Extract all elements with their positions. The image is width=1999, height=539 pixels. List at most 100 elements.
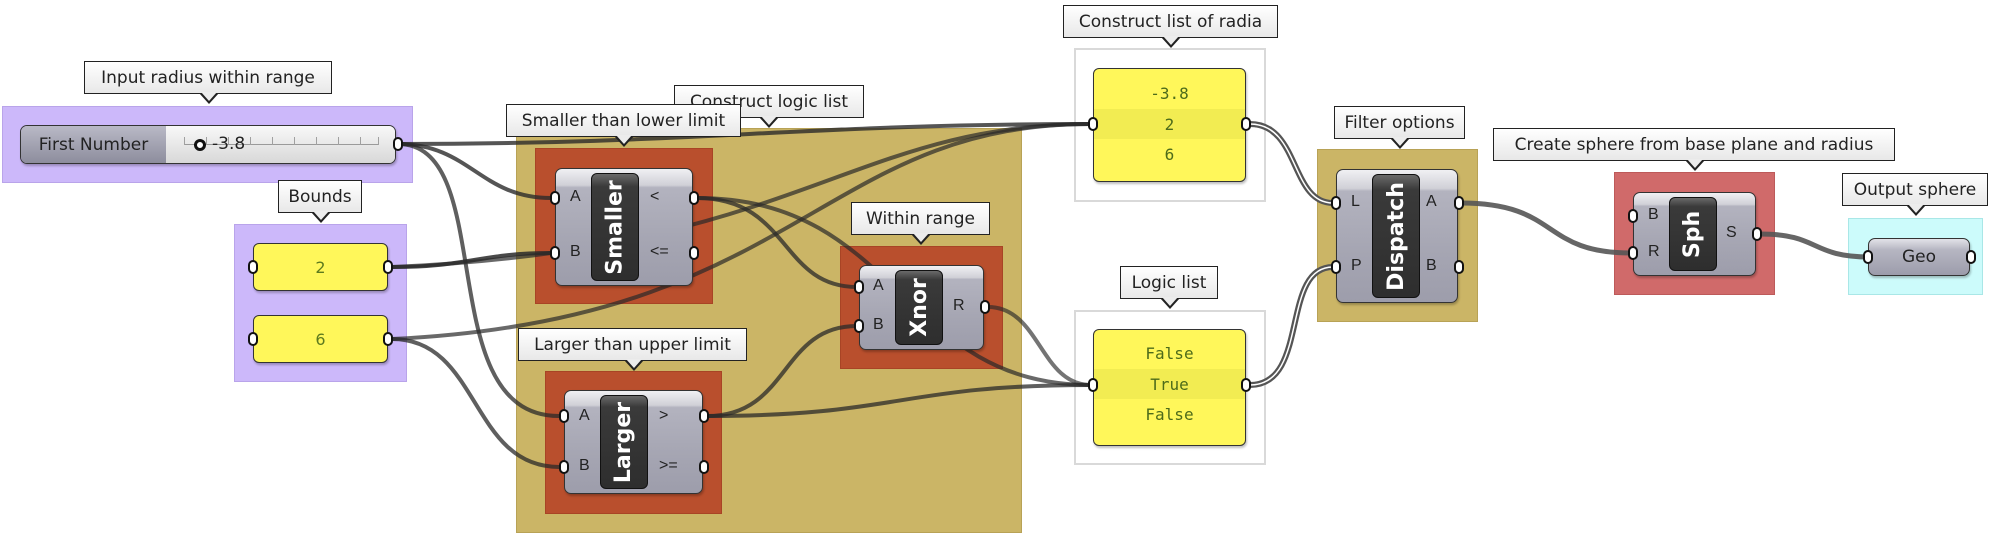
callout-pointer <box>199 91 219 104</box>
slider-output-grip[interactable] <box>393 137 403 151</box>
label-create-sphere: Create sphere from base plane and radius <box>1493 128 1895 171</box>
slider-track[interactable]: -3.8 <box>166 126 395 163</box>
component-nickname: Sph <box>1669 197 1717 271</box>
input-grip-l[interactable] <box>1331 196 1341 210</box>
param-input-grip[interactable] <box>1863 250 1873 264</box>
callout-pointer <box>911 232 931 245</box>
panel-value: 6 <box>315 329 326 349</box>
output-grip-a[interactable] <box>1454 196 1464 210</box>
input-grip-b[interactable] <box>1628 209 1638 223</box>
component-nickname: Smaller <box>591 173 639 281</box>
component-smaller[interactable]: Smaller <box>555 168 693 286</box>
input-grip-r[interactable] <box>1628 246 1638 260</box>
panel-input-grip[interactable] <box>248 332 258 346</box>
label-text: Smaller than lower limit <box>521 110 726 131</box>
output-grip-gt[interactable] <box>699 409 709 423</box>
input-grip-a[interactable] <box>550 191 560 205</box>
slider-name[interactable]: First Number <box>21 126 167 163</box>
callout-pointer <box>614 134 634 147</box>
panel-upper-bound[interactable]: 6 <box>253 315 388 363</box>
label-text: Output sphere <box>1853 179 1977 200</box>
panel-logic-list[interactable]: False True False <box>1093 329 1246 446</box>
output-grip-s[interactable] <box>1752 227 1762 241</box>
output-le-label: <= <box>650 243 669 260</box>
label-text: Larger than upper limit <box>534 334 731 355</box>
callout-pointer <box>624 358 644 371</box>
slider-tick <box>184 137 185 145</box>
label-text: Bounds <box>288 186 352 207</box>
panel-output-grip[interactable] <box>383 260 393 274</box>
input-grip-b[interactable] <box>550 246 560 260</box>
output-b-label: B <box>1426 257 1437 274</box>
output-grip-b[interactable] <box>1454 260 1464 274</box>
component-larger[interactable]: Larger <box>564 390 703 494</box>
component-nickname: Larger <box>600 395 648 489</box>
component-sphere[interactable]: Sph <box>1633 192 1756 276</box>
label-filter-options: Filter options <box>1334 106 1465 149</box>
output-grip-r[interactable] <box>980 300 990 314</box>
input-b-label: B <box>579 457 590 474</box>
component-name-text: Dispatch <box>1383 181 1409 291</box>
output-s-label: S <box>1726 224 1737 241</box>
slider-tick <box>272 137 273 145</box>
slider-tick <box>294 137 295 145</box>
number-slider[interactable]: First Number -3.8 <box>20 125 396 164</box>
input-grip-a[interactable] <box>854 280 864 294</box>
input-grip-a[interactable] <box>559 409 569 423</box>
panel-row: False <box>1145 343 1194 363</box>
input-grip-b[interactable] <box>559 460 569 474</box>
panel-row: -3.8 <box>1150 83 1189 103</box>
label-within-range: Within range <box>851 202 990 245</box>
input-a-label: A <box>579 407 590 424</box>
label-text: Input radius within range <box>101 67 315 88</box>
slider-rail <box>184 144 379 145</box>
callout-pointer <box>1160 296 1180 309</box>
callout-pointer <box>1906 203 1926 216</box>
panel-lower-bound[interactable]: 2 <box>253 243 388 291</box>
input-grip-p[interactable] <box>1331 260 1341 274</box>
label-construct-list-of-radia: Construct list of radia <box>1063 5 1278 48</box>
slider-tick <box>228 137 229 145</box>
panel-input-grip[interactable] <box>1088 117 1098 131</box>
param-output-grip[interactable] <box>1966 250 1976 264</box>
panel-output-grip[interactable] <box>1241 117 1251 131</box>
label-output-sphere: Output sphere <box>1842 173 1988 216</box>
output-r-label: R <box>953 297 965 314</box>
output-grip-lt[interactable] <box>689 191 699 205</box>
component-dispatch[interactable]: Dispatch <box>1336 169 1458 303</box>
param-geo[interactable]: Geo <box>1868 238 1970 276</box>
wire-dispatch-to-sphere-r[interactable] <box>1458 200 1634 256</box>
output-a-label: A <box>1426 193 1437 210</box>
panel-radia-list[interactable]: -3.8 2 6 <box>1093 68 1246 182</box>
output-grip-le[interactable] <box>689 246 699 260</box>
input-a-label: A <box>570 188 581 205</box>
slider-tick <box>360 137 361 145</box>
output-grip-ge[interactable] <box>699 460 709 474</box>
panel-input-grip[interactable] <box>248 260 258 274</box>
slider-knob[interactable] <box>194 139 206 151</box>
callout-pointer <box>759 115 779 128</box>
label-smaller-than-lower-limit: Smaller than lower limit <box>506 104 741 147</box>
input-grip-b[interactable] <box>854 319 864 333</box>
component-name-text: Smaller <box>602 179 628 275</box>
callout-pointer <box>1390 136 1410 149</box>
output-gt-label: > <box>659 407 669 424</box>
label-text: Within range <box>866 208 975 229</box>
panel-output-grip[interactable] <box>383 332 393 346</box>
component-name-text: Xnor <box>906 278 932 337</box>
input-p-label: P <box>1351 257 1362 274</box>
label-bounds: Bounds <box>278 180 362 223</box>
callout-pointer <box>1685 158 1705 171</box>
slider-value: -3.8 <box>212 134 246 154</box>
panel-row: 2 <box>1094 109 1245 139</box>
panel-output-grip[interactable] <box>1241 378 1251 392</box>
slider-tick <box>378 137 379 145</box>
slider-tick <box>250 137 251 145</box>
panel-row: False <box>1145 404 1194 424</box>
label-larger-than-upper-limit: Larger than upper limit <box>518 328 747 371</box>
callout-pointer <box>1161 35 1181 48</box>
panel-row: True <box>1094 369 1245 399</box>
panel-input-grip[interactable] <box>1088 378 1098 392</box>
label-input-radius: Input radius within range <box>84 61 332 104</box>
component-nickname: Xnor <box>895 270 943 345</box>
